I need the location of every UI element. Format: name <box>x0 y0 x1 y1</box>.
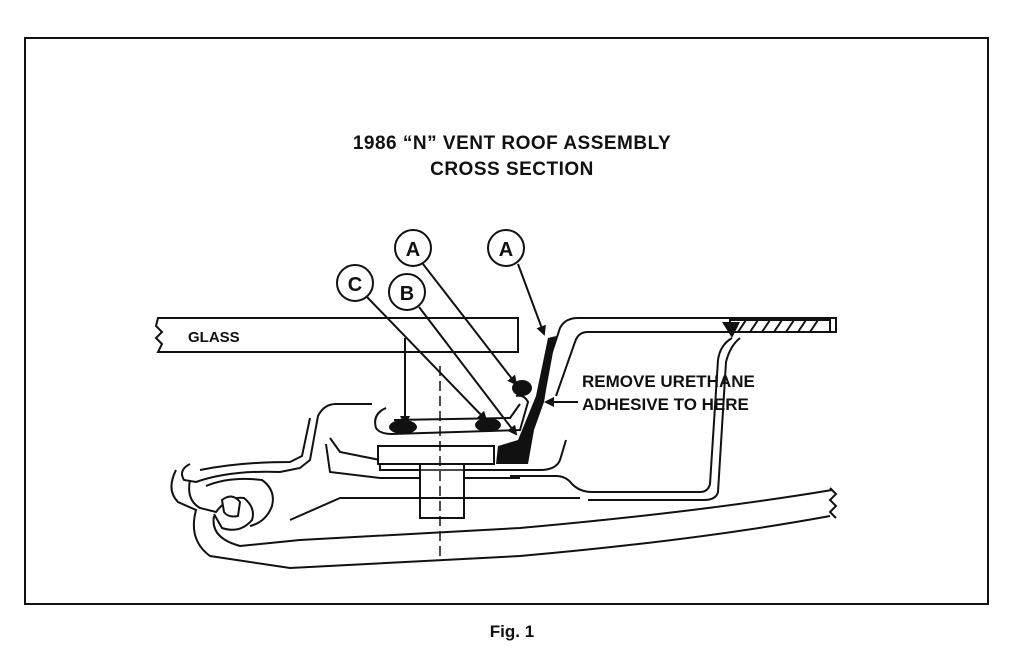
callout-b-letter: B <box>400 283 414 305</box>
glass-label: GLASS <box>188 329 240 346</box>
callout-b: B <box>388 273 426 311</box>
diagram-subtitle: CROSS SECTION <box>430 159 594 180</box>
figure-caption: Fig. 1 <box>489 622 535 641</box>
leader-arrows <box>366 263 578 436</box>
figure-frame <box>24 37 989 605</box>
callout-a-left-letter: A <box>406 239 420 261</box>
callout-a-right: A <box>487 229 525 267</box>
callout-a-left: A <box>394 229 432 267</box>
adhesive-beads <box>389 336 556 464</box>
roof-panel <box>510 317 837 501</box>
callout-a-right-letter: A <box>499 239 513 261</box>
remove-urethane-label: REMOVE URETHANE ADHESIVE TO HERE <box>582 372 755 414</box>
lower-rail <box>170 469 838 570</box>
diagram-title: 1986 “N” VENT ROOF ASSEMBLY <box>352 133 672 154</box>
remove-urethane-line2: ADHESIVE TO HERE <box>582 395 749 414</box>
callout-c-letter: C <box>348 274 362 296</box>
remove-urethane-line1: REMOVE URETHANE <box>582 372 755 391</box>
glass-panel: GLASS <box>154 317 519 353</box>
callout-c: C <box>336 264 374 302</box>
frame-profile <box>181 366 567 560</box>
